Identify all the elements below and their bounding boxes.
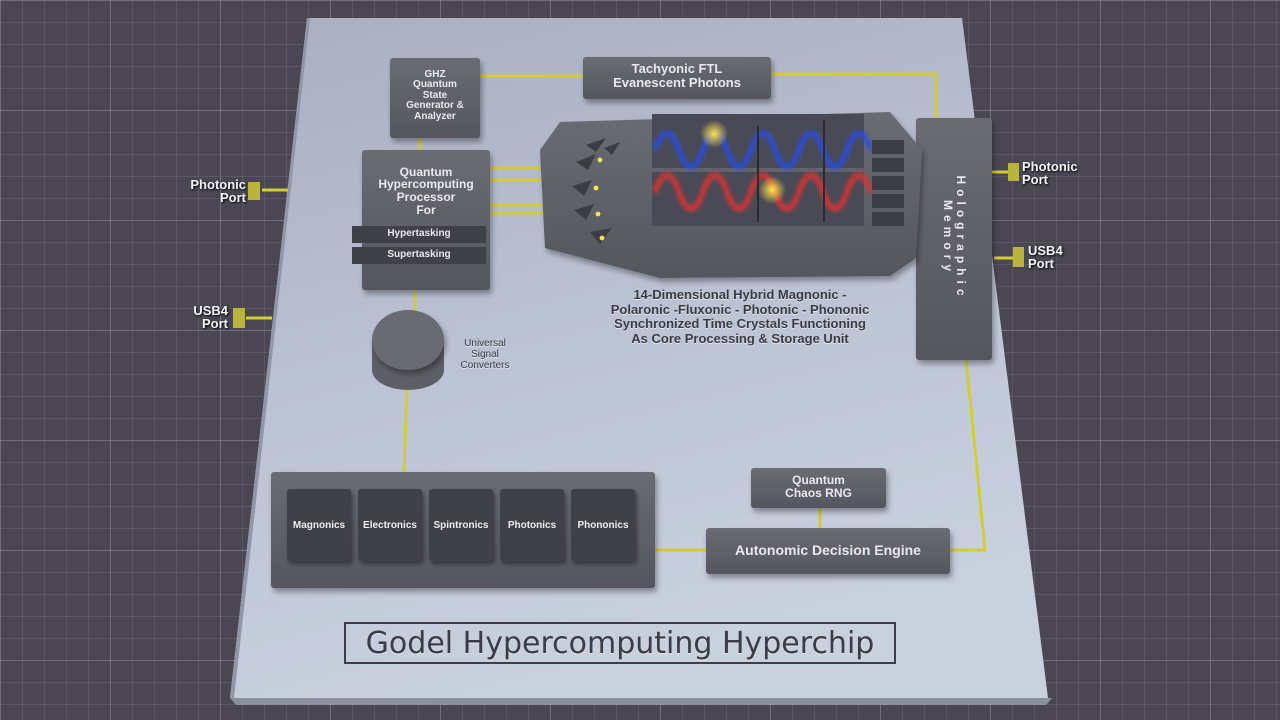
module-magnonics: Magnonics bbox=[287, 489, 351, 561]
module-row: Magnonics Electronics Spintronics Photon… bbox=[287, 489, 647, 565]
chip-title: Godel Hypercomputing Hyperchip bbox=[344, 622, 896, 664]
module-label: Photonics bbox=[507, 519, 557, 531]
tachyonic-label: Tachyonic FTL Evanescent Photons bbox=[613, 61, 741, 90]
module-label: Phononics bbox=[577, 519, 629, 531]
module-spintronics: Spintronics bbox=[429, 489, 493, 561]
rng-block-shape bbox=[751, 468, 886, 508]
rng-label: Quantum Chaos RNG bbox=[785, 473, 852, 500]
time-crystal-waves bbox=[652, 130, 874, 212]
ghz-generator-label: GHZ Quantum State Generator & Analyzer bbox=[406, 68, 464, 122]
processor-label: Quantum Hypercomputing Processor For bbox=[378, 164, 474, 217]
module-label: Magnonics bbox=[292, 519, 346, 531]
holographic-memory-shape bbox=[916, 118, 992, 360]
left-photonic-port-label: Photonic Port bbox=[190, 177, 246, 205]
module-photonics: Photonics bbox=[500, 489, 564, 561]
module-phononics: Phononics bbox=[571, 489, 635, 561]
signal-traces bbox=[246, 72, 1014, 552]
signal-converters-label: Universal Signal Converters bbox=[460, 338, 510, 372]
decision-engine-label: Autonomic Decision Engine bbox=[735, 541, 921, 558]
signal-converter-shape bbox=[372, 310, 444, 370]
decision-engine-shape bbox=[706, 528, 950, 574]
ghz-block-shape bbox=[390, 58, 480, 138]
detector-blocks bbox=[872, 140, 904, 226]
module-electronics: Electronics bbox=[358, 489, 422, 561]
right-usb4-port-label: USB4 Port bbox=[1028, 243, 1063, 271]
tachyonic-block-shape bbox=[583, 57, 771, 99]
right-photonic-port-label: Photonic Port bbox=[1022, 159, 1078, 187]
time-crystal-caption: 14-Dimensional Hybrid Magnonic - Polaron… bbox=[610, 287, 870, 346]
left-usb4-port-label: USB4 Port bbox=[193, 303, 228, 331]
supertasking-label: Supertasking bbox=[387, 249, 451, 261]
port-connectors bbox=[233, 163, 1024, 328]
module-label: Spintronics bbox=[433, 519, 489, 531]
module-label: Electronics bbox=[363, 519, 417, 531]
hypertasking-label: Hypertasking bbox=[387, 228, 451, 240]
